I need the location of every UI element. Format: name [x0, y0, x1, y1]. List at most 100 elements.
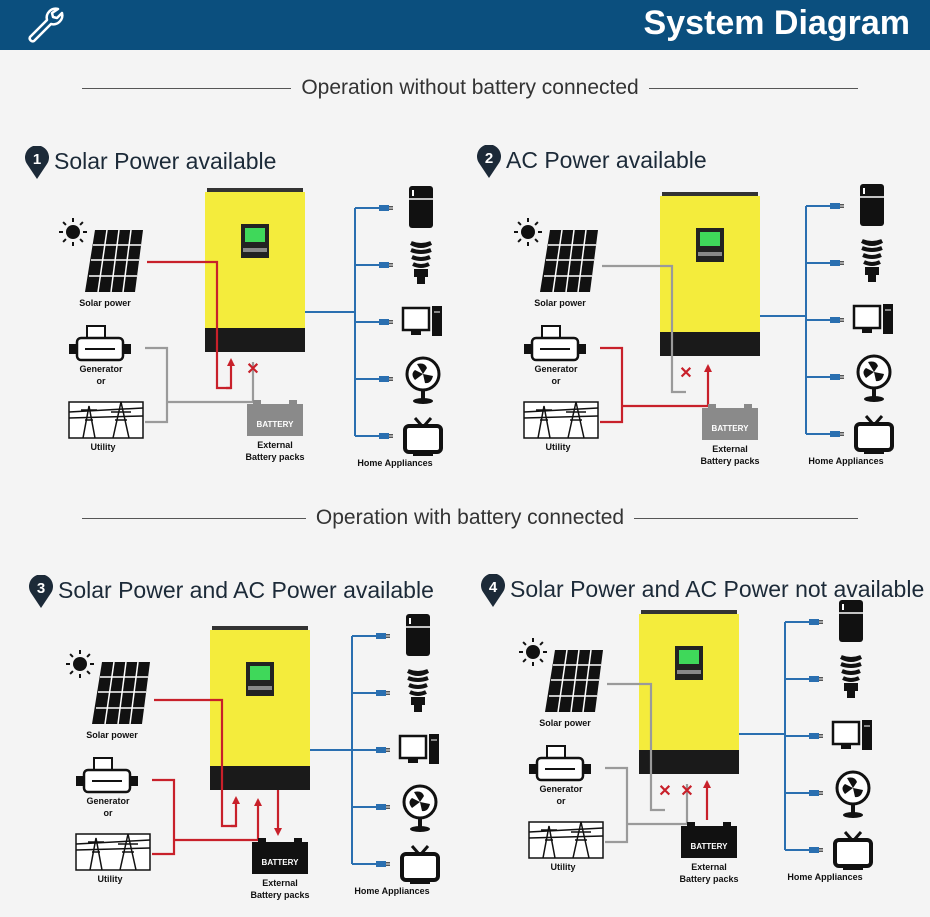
fan-icon — [402, 784, 438, 832]
wrench-icon — [28, 7, 64, 43]
arrow-icon — [704, 364, 712, 372]
svg-text:1: 1 — [33, 151, 41, 168]
computer-icon — [831, 720, 872, 750]
generator-icon — [76, 757, 138, 794]
plug-icon — [376, 861, 390, 867]
plug-icon — [379, 319, 393, 325]
inverter-unit — [639, 610, 739, 774]
number-badge: 3 — [29, 575, 53, 608]
disconnected-icon: ✕ — [680, 783, 693, 800]
svg-text:2: 2 — [485, 150, 493, 167]
computer-icon — [398, 734, 439, 764]
battery-icon: BATTERY — [252, 838, 308, 874]
plug-icon — [830, 317, 844, 323]
television-icon — [400, 845, 440, 884]
disconnected-icon: ✕ — [658, 783, 671, 800]
fan-icon — [835, 770, 871, 818]
plug-icon — [830, 260, 844, 266]
battery-caption: Battery packs — [679, 874, 738, 884]
section-label: Operation with battery connected — [305, 506, 635, 529]
number-badge: 4 — [481, 574, 505, 607]
arrow-icon — [703, 780, 711, 788]
ac-line — [605, 766, 629, 844]
battery-icon: BATTERY — [681, 822, 737, 858]
generator-icon — [524, 325, 586, 362]
or-label: or — [552, 376, 561, 386]
solar-line — [147, 260, 231, 390]
television-icon — [833, 831, 873, 870]
utility-label: Utility — [90, 442, 115, 452]
inverter-unit — [205, 188, 305, 352]
utility-tower-icon — [523, 401, 599, 439]
inverter-unit — [210, 626, 310, 790]
television-icon — [854, 415, 894, 454]
disconnected-icon: ✕ — [246, 361, 259, 378]
battery-icon: BATTERY — [247, 400, 303, 436]
battery-caption: Battery packs — [700, 456, 759, 466]
plug-icon — [809, 676, 823, 682]
fan-icon — [856, 354, 892, 402]
plug-icon — [830, 374, 844, 380]
battery-caption: Battery packs — [250, 890, 309, 900]
plug-icon — [379, 433, 393, 439]
plug-icon — [376, 804, 390, 810]
battery-label: BATTERY — [691, 842, 729, 851]
page-title: System Diagram — [643, 4, 910, 42]
number-badge: 2 — [477, 145, 501, 178]
header-bar: System Diagram — [0, 0, 930, 50]
disconnected-icon: ✕ — [679, 365, 692, 382]
or-label: or — [557, 796, 566, 806]
battery-label: BATTERY — [712, 424, 750, 433]
generator-label: Generator — [539, 784, 583, 794]
plug-icon — [379, 376, 393, 382]
plug-icon — [830, 203, 844, 209]
utility-label: Utility — [545, 442, 570, 452]
inverter-unit — [660, 192, 760, 356]
utility-tower-icon — [68, 401, 144, 439]
refrigerator-icon — [839, 600, 863, 642]
light-bulb-icon — [839, 655, 863, 698]
utility-tower-icon — [528, 821, 604, 859]
generator-icon — [529, 745, 591, 782]
section-divider: Operation with battery connected — [82, 504, 858, 534]
arrow-icon — [227, 358, 235, 366]
generator-icon — [69, 325, 131, 362]
ac-line — [600, 346, 624, 424]
section-divider: Operation without battery connected — [82, 74, 858, 104]
battery-caption: Battery packs — [245, 452, 304, 462]
home-appliances-label: Home Appliances — [787, 872, 862, 882]
number-badge: 1 — [25, 146, 49, 179]
plug-icon — [809, 733, 823, 739]
arrow-icon — [274, 828, 282, 836]
svg-text:4: 4 — [489, 579, 498, 596]
plug-icon — [376, 690, 390, 696]
generator-label: Generator — [79, 364, 123, 374]
battery-caption: External — [712, 444, 748, 454]
svg-text:3: 3 — [37, 580, 45, 597]
solar-panel-icon — [59, 218, 143, 293]
plug-icon — [830, 431, 844, 437]
television-icon — [403, 417, 443, 456]
solar-panel-icon — [514, 218, 598, 293]
light-bulb-icon — [409, 241, 433, 284]
refrigerator-icon — [860, 184, 884, 226]
utility-tower-icon — [75, 833, 151, 871]
ac-line — [145, 346, 169, 424]
solar-label: Solar power — [79, 298, 131, 308]
plug-icon — [809, 847, 823, 853]
section-label: Operation without battery connected — [291, 76, 649, 99]
solar-panel-icon — [519, 638, 603, 713]
computer-icon — [401, 306, 442, 336]
solar-line — [607, 682, 665, 812]
plug-icon — [809, 790, 823, 796]
battery-caption: External — [257, 440, 293, 450]
plug-icon — [376, 633, 390, 639]
